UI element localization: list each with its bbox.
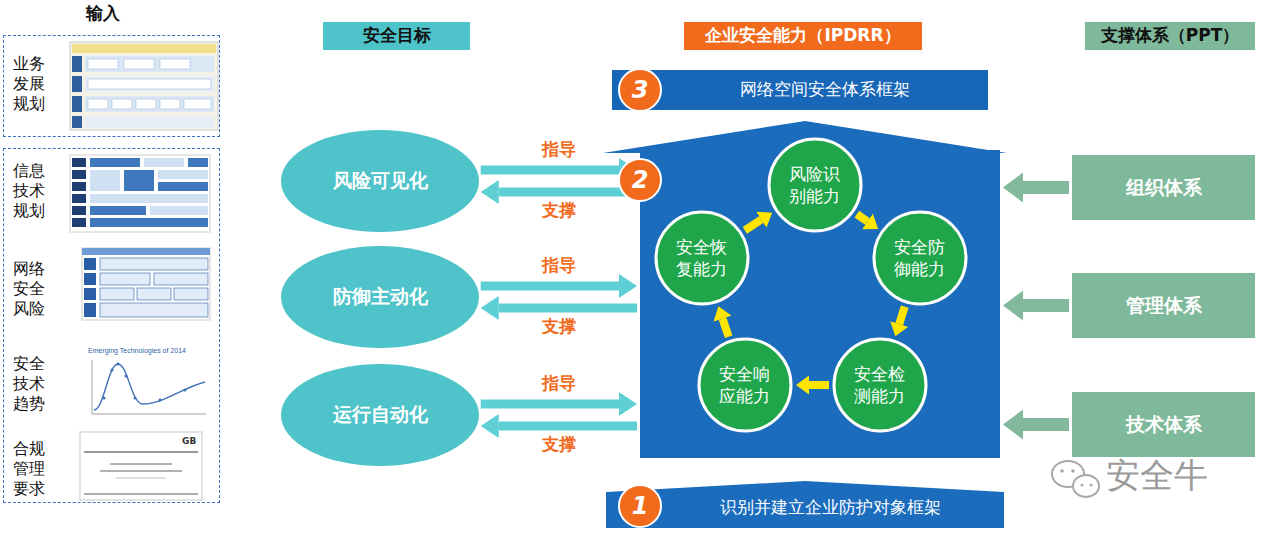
connector-arrow xyxy=(499,422,637,431)
input-label: 合规管理要求 xyxy=(13,439,45,499)
edge-label: 指导 xyxy=(542,256,576,275)
input-label: 网络安全风险 xyxy=(13,259,45,319)
callout-number: 3 xyxy=(632,78,649,102)
edge-label: 指导 xyxy=(542,374,576,393)
edge-label: 支撑 xyxy=(542,317,576,336)
thumbnail xyxy=(70,155,210,232)
watermark: 安全牛 xyxy=(1106,456,1208,495)
column-heading: 输入 xyxy=(86,4,120,24)
circle-shape xyxy=(697,337,793,433)
connector-arrow xyxy=(1023,299,1069,312)
node-label: 识别并建立企业防护对象框架 xyxy=(720,498,941,518)
support-box: 组织体系 xyxy=(1072,155,1255,220)
thumbnail xyxy=(80,432,202,500)
node-label: 企业安全能力（IPDRR） xyxy=(705,26,900,46)
callout-circle: 3 xyxy=(618,68,662,112)
capability-label: 安全响应能力 xyxy=(718,363,772,407)
capability-circle: 安全检测能力 xyxy=(832,337,928,433)
thumbnail xyxy=(70,42,218,130)
node-label: 安全目标 xyxy=(363,26,431,46)
house-body xyxy=(640,150,1000,458)
input-label: 安全技术趋势 xyxy=(13,354,45,414)
node-label: 防御主动化 xyxy=(333,286,428,308)
capability-label: 风险识别能力 xyxy=(788,163,842,207)
thumbnail-text: Emerging Technologies of 2014 xyxy=(88,347,186,355)
connector-arrow xyxy=(499,304,637,313)
node-label: 运行自动化 xyxy=(333,404,428,426)
connector-arrow xyxy=(481,400,619,409)
connector-arrow xyxy=(481,282,619,291)
edge-label: 支撑 xyxy=(542,435,576,454)
capability-circle: 安全恢复能力 xyxy=(654,210,750,306)
circle-shape xyxy=(654,210,750,306)
thumbnail-text: GB xyxy=(182,436,196,446)
capability-circle: 风险识别能力 xyxy=(767,137,863,233)
callout-number: 1 xyxy=(632,494,649,518)
connector-arrow xyxy=(899,307,904,324)
capability-circle: 安全防御能力 xyxy=(872,210,968,306)
capability-house: 2风险识别能力安全防御能力安全检测能力安全响应能力安全恢复能力 xyxy=(640,150,1000,458)
section-header: 支撑体系（PPT） xyxy=(1085,22,1255,50)
node-label: 支撑体系（PPT） xyxy=(1101,26,1240,46)
callout-circle: 1 xyxy=(618,484,662,528)
goal-ellipse: 风险可见化 xyxy=(280,129,480,233)
capability-label: 安全恢复能力 xyxy=(675,236,729,280)
connector-arrow xyxy=(1023,418,1069,431)
callout-number: 2 xyxy=(632,168,649,192)
input-label: 信息技术规划 xyxy=(13,161,45,221)
input-label: 业务发展规划 xyxy=(13,54,45,114)
capability-label: 安全检测能力 xyxy=(853,363,907,407)
capability-circle: 安全响应能力 xyxy=(697,337,793,433)
support-box: 技术体系 xyxy=(1072,392,1255,457)
goal-ellipse: 防御主动化 xyxy=(280,245,480,349)
support-box: 管理体系 xyxy=(1072,273,1255,338)
connector-arrow xyxy=(499,188,637,197)
node-label: 风险可见化 xyxy=(333,170,428,192)
framework-band: 网络空间安全体系框架 3 xyxy=(612,70,988,110)
connector-arrow xyxy=(809,381,829,389)
capability-label: 安全防御能力 xyxy=(893,236,947,280)
edge-label: 支撑 xyxy=(542,201,576,220)
node-label: 管理体系 xyxy=(1126,295,1202,317)
circle-shape xyxy=(872,210,968,306)
callout-circle: 2 xyxy=(618,158,662,202)
edge-label: 指导 xyxy=(542,140,576,159)
circle-shape xyxy=(832,337,928,433)
thumbnail xyxy=(85,345,210,420)
connector-arrow xyxy=(723,319,729,337)
foundation-band: 识别并建立企业防护对象框架 1 xyxy=(606,478,1004,528)
node-label: 网络空间安全体系框架 xyxy=(740,80,910,100)
thumbnail xyxy=(82,248,210,320)
connector-arrow xyxy=(857,214,868,221)
connector-arrow xyxy=(1023,181,1069,194)
wechat-icon xyxy=(1052,461,1099,497)
input-group: 业务发展规划 xyxy=(3,35,220,137)
node-label: 技术体系 xyxy=(1126,414,1202,436)
connector-arrow xyxy=(481,166,619,175)
section-header: 安全目标 xyxy=(323,22,470,50)
goal-ellipse: 运行自动化 xyxy=(280,363,480,467)
circle-shape xyxy=(767,137,863,233)
section-header: 企业安全能力（IPDRR） xyxy=(684,22,922,50)
connector-arrow xyxy=(745,220,761,231)
node-label: 组织体系 xyxy=(1126,177,1202,199)
input-group: 信息技术规划网络安全风险安全技术趋势合规管理要求 xyxy=(3,148,220,503)
